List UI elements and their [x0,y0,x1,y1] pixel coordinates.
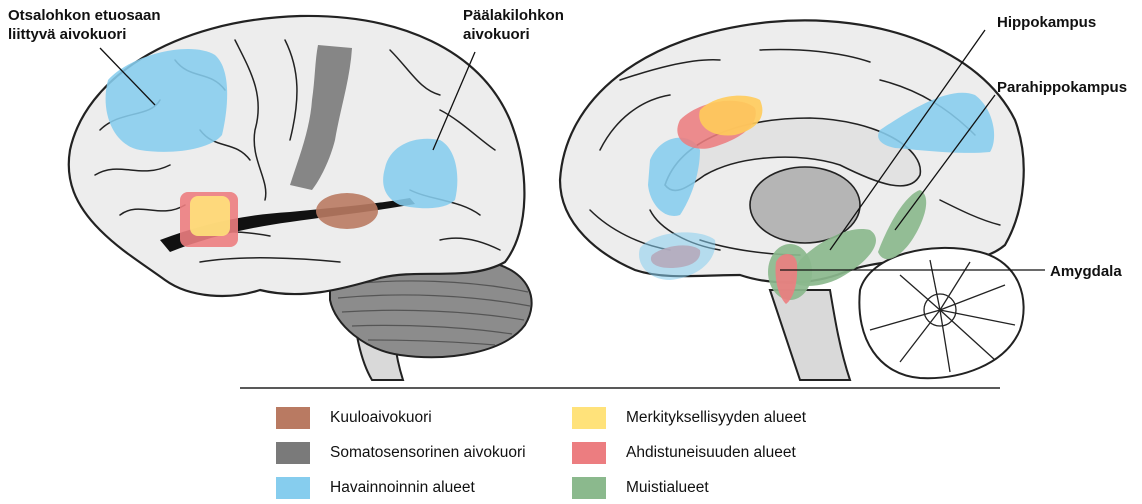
legend-swatch-anxiety [572,442,606,464]
auditory-area [316,193,378,229]
legend-item-auditory: Kuuloaivokuori [276,407,432,429]
legend-item-somatosensory: Somatosensorinen aivokuori [276,442,526,464]
legend-swatch-auditory [276,407,310,429]
frontal-label-line-1: Otsalohkon etuosaan [8,6,161,25]
legend-item-memory: Muistialueet [572,477,709,499]
right-brainstem [770,290,850,380]
legend-swatch-somatosensory [276,442,310,464]
right-cerebellum [859,248,1023,378]
left-cerebrum [69,16,525,296]
legend-swatch-meaning [572,407,606,429]
frontal-cortex-label: Otsalohkon etuosaan liittyvä aivokuori [8,6,161,44]
hippocampus-label: Hippokampus [997,13,1096,32]
legend-item-perception: Havainnoinnin alueet [276,477,475,499]
parahippocampus-label: Parahippokampus [997,78,1127,97]
parietal-label-line-2: aivokuori [463,25,564,44]
legend-label-perception: Havainnoinnin alueet [330,479,475,497]
parietal-label-line-1: Päälakilohkon [463,6,564,25]
legend-label-memory: Muistialueet [626,479,709,497]
legend-swatch-memory [572,477,606,499]
legend-label-anxiety: Ahdistuneisuuden alueet [626,444,796,462]
legend-item-meaning: Merkityksellisyyden alueet [572,407,806,429]
legend-label-auditory: Kuuloaivokuori [330,409,432,427]
legend-label-meaning: Merkityksellisyyden alueet [626,409,806,427]
parietal-cortex-label: Päälakilohkon aivokuori [463,6,564,44]
legend-label-somatosensory: Somatosensorinen aivokuori [330,444,526,462]
legend-swatch-perception [276,477,310,499]
lateral-brain [69,16,532,380]
frontal-perception-area [106,49,228,152]
amygdala-label: Amygdala [1050,262,1122,281]
left-meaning-area [190,196,230,236]
frontal-label-line-2: liittyvä aivokuori [8,25,161,44]
legend-item-anxiety: Ahdistuneisuuden alueet [572,442,796,464]
